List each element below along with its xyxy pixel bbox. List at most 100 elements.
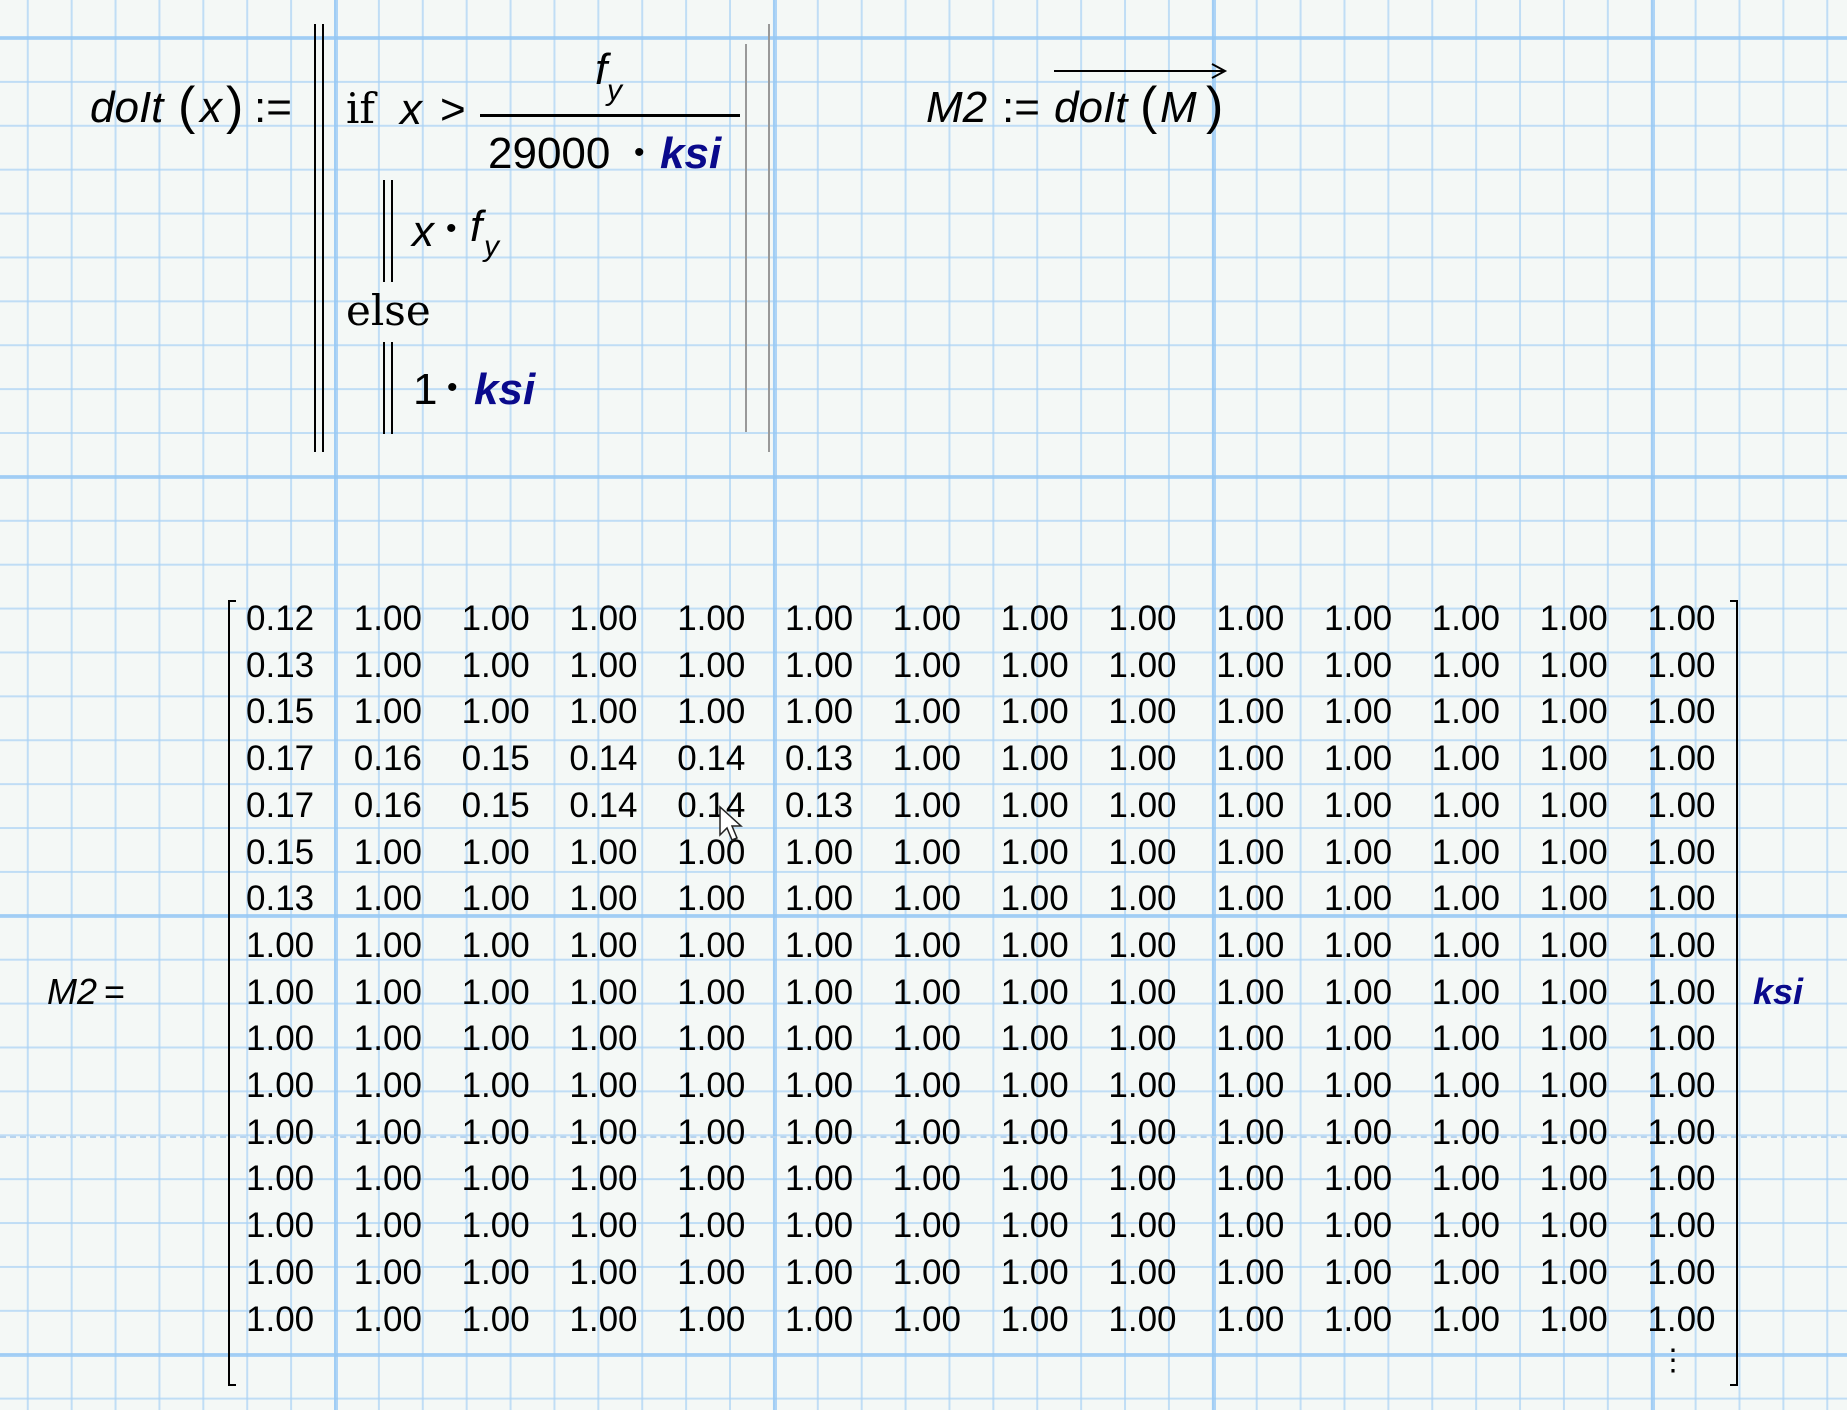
- matrix-cell: 1.00: [1216, 739, 1285, 779]
- matrix-cell: 1.00: [892, 1206, 961, 1246]
- matrix-cell: 1.00: [1647, 739, 1716, 779]
- matrix-cell: 1.00: [1647, 1019, 1716, 1059]
- matrix-cell: 1.00: [569, 832, 638, 872]
- matrix-cell: 0.13: [246, 645, 315, 685]
- matrix-cell: 1.00: [1216, 1112, 1285, 1152]
- else-number: 1: [413, 365, 438, 414]
- matrix-cell: 1.00: [1324, 832, 1393, 872]
- matrix-more-rows-ellipsis[interactable]: ⋮: [1658, 1344, 1688, 1377]
- equals-sign: =: [104, 971, 126, 1012]
- program-bar: [314, 24, 316, 452]
- matrix-cell: 1.00: [1539, 1112, 1608, 1152]
- matrix-cell: 1.00: [1647, 599, 1716, 638]
- region-right-edge: [768, 24, 770, 452]
- matrix-cell: 1.00: [1324, 1159, 1393, 1199]
- matrix-cell: 1.00: [1000, 785, 1069, 825]
- program-bar: [322, 24, 324, 452]
- matrix-cell: 0.15: [246, 692, 315, 732]
- matrix-cell: 1.00: [1324, 599, 1393, 638]
- matrix-cell: 1.00: [1324, 1112, 1393, 1152]
- matrix-cell: 1.00: [1000, 925, 1069, 965]
- matrix-cell: 1.00: [1324, 785, 1393, 825]
- matrix-cell: 1.00: [1539, 832, 1608, 872]
- matrix-cell: 1.00: [1539, 1299, 1608, 1339]
- matrix-cell: 1.00: [1647, 1112, 1716, 1152]
- matrix-cell: 1.00: [353, 925, 422, 965]
- matrix-cell: 1.00: [677, 1159, 746, 1199]
- matrix-cell: 1.00: [569, 1252, 638, 1292]
- matrix-cell: 0.14: [569, 785, 638, 825]
- program-right-edge: [745, 44, 747, 432]
- condition-lhs: x: [400, 85, 422, 134]
- matrix-cell: 1.00: [1647, 1159, 1716, 1199]
- matrix-cell: 1.00: [1108, 832, 1177, 872]
- matrix-cell: 1.00: [246, 1019, 315, 1059]
- matrix-cell: 1.00: [569, 925, 638, 965]
- matrix-cell: 1.00: [1108, 785, 1177, 825]
- page-break-line: [0, 1136, 1847, 1138]
- matrix-cell: 1.00: [677, 972, 746, 1012]
- assign-operator: :=: [1002, 83, 1040, 132]
- matrix-cell: 1.00: [353, 1019, 422, 1059]
- matrix-cell: 1.00: [785, 925, 854, 965]
- then-bar: [383, 180, 385, 282]
- matrix-cell: 1.00: [1647, 1299, 1716, 1339]
- multiply-dot: •: [634, 136, 645, 169]
- matrix-cell: 1.00: [1108, 1159, 1177, 1199]
- matrix-cell: 1.00: [461, 1066, 530, 1105]
- matrix-cell: 1.00: [1108, 599, 1177, 638]
- matrix-cell: 1.00: [1216, 1206, 1285, 1246]
- matrix-cell: 1.00: [785, 879, 854, 919]
- matrix-cell: 1.00: [1108, 1019, 1177, 1059]
- matrix-cell: 1.00: [1431, 1019, 1500, 1059]
- matrix-cell: 1.00: [461, 1112, 530, 1152]
- matrix-cell: 1.00: [1108, 692, 1177, 732]
- fraction-line: [480, 114, 740, 117]
- matrix-cell: 1.00: [246, 1206, 315, 1246]
- matrix-cell: 1.00: [1108, 1112, 1177, 1152]
- matrix-cell: 1.00: [1539, 599, 1608, 638]
- then-x: x: [412, 207, 434, 256]
- matrix-cell: 1.00: [1216, 879, 1285, 919]
- matrix-cell: 1.00: [785, 645, 854, 685]
- matrix-cell: 1.00: [353, 1159, 422, 1199]
- matrix-cell: 1.00: [353, 879, 422, 919]
- matrix-cell: 1.00: [1324, 1252, 1393, 1292]
- matrix-cell: 0.13: [246, 879, 315, 919]
- else-bar: [383, 342, 385, 434]
- result-unit-ksi: ksi: [1753, 971, 1804, 1012]
- matrix-cell: 1.00: [1539, 1066, 1608, 1105]
- matrix-cell: 1.00: [1539, 692, 1608, 732]
- matrix-cell: 1.00: [1108, 739, 1177, 779]
- matrix-cell: 1.00: [569, 1159, 638, 1199]
- matrix-cell: 1.00: [1216, 1299, 1285, 1339]
- matrix-cell: 1.00: [785, 1252, 854, 1292]
- matrix-cell: 1.00: [1647, 925, 1716, 965]
- matrix-cell: 1.00: [785, 1112, 854, 1152]
- matrix-cell: 1.00: [1431, 1206, 1500, 1246]
- matrix-cell: 1.00: [353, 1252, 422, 1292]
- matrix-cell: 1.00: [1324, 879, 1393, 919]
- matrix-cell: 1.00: [1000, 599, 1069, 638]
- matrix-cell: 1.00: [1216, 692, 1285, 732]
- matrix-cell: 1.00: [1216, 1159, 1285, 1199]
- matrix-cell: 1.00: [785, 832, 854, 872]
- matrix-cell: 1.00: [1108, 925, 1177, 965]
- matrix-cell: 1.00: [1324, 739, 1393, 779]
- matrix-cell: 1.00: [1216, 645, 1285, 685]
- matrix-cell: 0.15: [461, 785, 530, 825]
- matrix-cell: 1.00: [1216, 599, 1285, 638]
- vectorized-function: doIt: [1054, 83, 1128, 132]
- matrix-cell: 1.00: [1000, 972, 1069, 1012]
- matrix-cell: 1.00: [1647, 1206, 1716, 1246]
- matrix-cell: 1.00: [1647, 879, 1716, 919]
- matrix-cell: 1.00: [1216, 832, 1285, 872]
- condition-operator: >: [440, 85, 466, 134]
- mouse-cursor-icon: [719, 805, 743, 841]
- matrix-cell: 1.00: [1108, 1252, 1177, 1292]
- matrix-cell: 1.00: [461, 599, 530, 638]
- matrix-cell: 1.00: [1647, 645, 1716, 685]
- matrix-cell: 1.00: [569, 1019, 638, 1059]
- matrix-cell: 1.00: [353, 1299, 422, 1339]
- matrix-cell: 1.00: [1539, 1019, 1608, 1059]
